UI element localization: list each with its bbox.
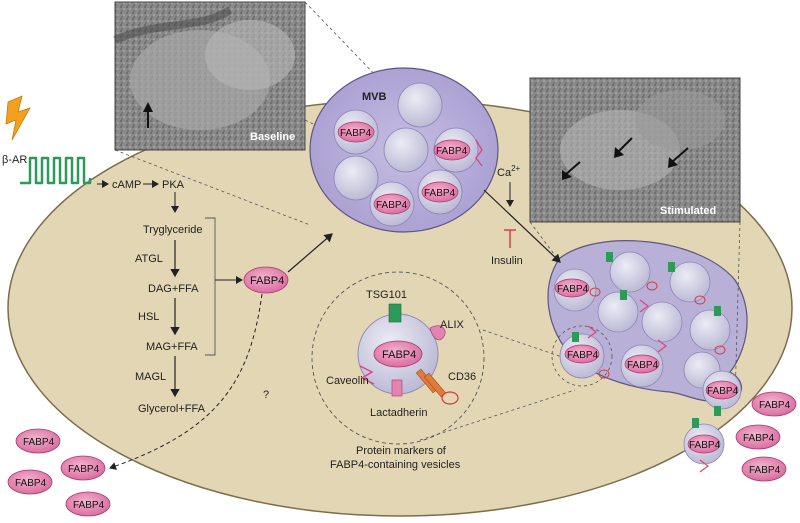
svg-text:FABP4: FABP4 (15, 478, 47, 489)
mvb: MVB FABP4 FABP4 FABP4 FABP4 (309, 67, 499, 233)
cd36-label: CD36 (448, 371, 476, 383)
svg-text:FABP4: FABP4 (689, 440, 721, 451)
pka-label: PKA (162, 179, 185, 191)
svg-text:FABP4: FABP4 (567, 350, 599, 361)
stimulated-em-image: Stimulated (529, 77, 741, 223)
svg-text:FABP4: FABP4 (557, 284, 589, 295)
baseline-em-image: Baseline (113, 1, 306, 151)
camp-label: cAMP (112, 179, 141, 191)
tryglyceride-label: Tryglyceride (143, 224, 203, 236)
fabp4-central-label: FABP4 (250, 275, 284, 287)
alix-icon (429, 325, 446, 341)
baseline-label: Baseline (250, 131, 295, 143)
stimulated-label: Stimulated (660, 205, 716, 217)
cd36-icon (415, 368, 459, 405)
protein-markers-panel (311, 271, 485, 445)
dag-ffa-label: DAG+FFA (148, 283, 199, 295)
tsg101-label: TSG101 (366, 289, 407, 301)
alix-label: ALIX (440, 319, 465, 331)
caveolin-icon (359, 365, 375, 385)
extracellular-fabp4-right: FABP4 FABP4 FABP4 (735, 391, 797, 482)
marker-vesicle: FABP4 (357, 303, 459, 405)
magl-label: MAGL (135, 371, 166, 383)
markers-caption-line1: Protein markers of (356, 445, 447, 457)
beta-ar-receptor-icon (20, 156, 92, 185)
svg-text:FABP4: FABP4 (68, 464, 100, 475)
secretory-vesicle-cluster: FABP4 FABP4 FABP4 (551, 251, 731, 389)
lightning-icon (5, 95, 31, 141)
beta-ar-label: β-AR (2, 154, 27, 166)
fabp4-central (243, 266, 289, 294)
mvb-label: MVB (362, 91, 387, 103)
glycerol-ffa-label: Glycerol+FFA (138, 403, 206, 415)
svg-text:FABP4: FABP4 (436, 146, 468, 157)
lactadherin-icon (391, 379, 403, 397)
mag-ffa-label: MAG+FFA (146, 341, 198, 353)
svg-text:FABP4: FABP4 (627, 360, 659, 371)
svg-text:FABP4: FABP4 (749, 465, 781, 476)
lactadherin-label: Lactadherin (370, 407, 428, 419)
insulin-label: Insulin (491, 255, 523, 267)
unconventional-secretion-path (109, 293, 263, 470)
svg-text:FABP4: FABP4 (340, 128, 372, 139)
question-label: ? (263, 389, 269, 401)
svg-text:FABP4: FABP4 (424, 188, 456, 199)
svg-text:FABP4: FABP4 (73, 500, 105, 511)
svg-text:FABP4: FABP4 (759, 400, 791, 411)
svg-text:FABP4: FABP4 (707, 386, 739, 397)
lipolysis-bracket (205, 217, 216, 356)
ca-label: Ca2+ (497, 164, 521, 179)
caveolin-label: Caveolin (326, 375, 369, 387)
released-exosomes: FABP4 FABP4 (683, 370, 742, 473)
tsg101-icon (388, 303, 402, 323)
markers-caption-line2: FABP4-containing vesicles (330, 459, 461, 471)
svg-text:FABP4: FABP4 (743, 433, 775, 444)
hsl-label: HSL (138, 311, 159, 323)
svg-text:FABP4: FABP4 (376, 200, 408, 211)
extracellular-fabp4-left: FABP4 FABP4 FABP4 FABP4 (7, 428, 111, 517)
svg-text:FABP4: FABP4 (382, 349, 416, 361)
svg-text:FABP4: FABP4 (23, 437, 55, 448)
atgl-label: ATGL (135, 253, 163, 265)
